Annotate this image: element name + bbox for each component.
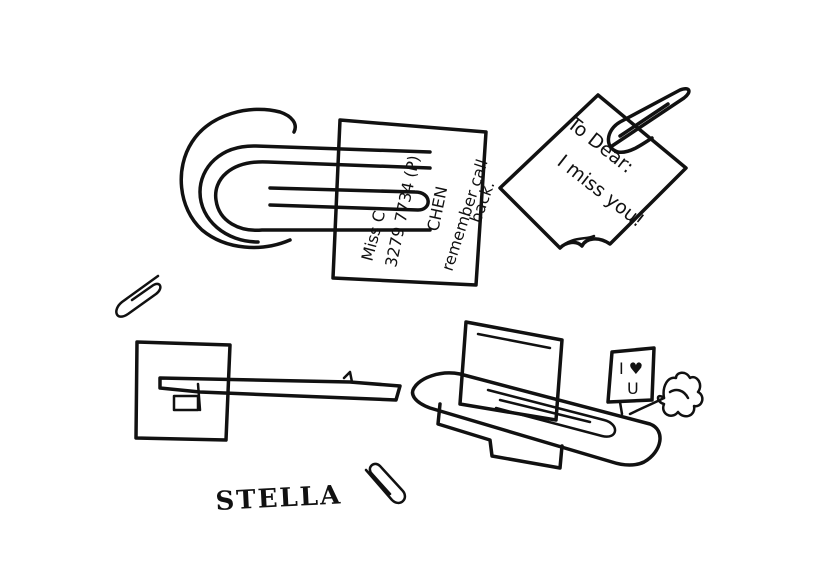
long-flat-clip xyxy=(158,370,402,412)
artist-signature: STELLA xyxy=(215,480,343,517)
small-paperclip-on-note xyxy=(606,86,691,155)
loose-paperclip-left xyxy=(115,274,162,318)
frame-stand xyxy=(410,320,662,470)
memo-line-3: CHEN xyxy=(423,185,451,233)
square-panel xyxy=(134,340,232,442)
frame-stand-clip xyxy=(486,388,617,438)
loose-paperclip-bottom xyxy=(364,462,407,505)
sticky-note-right xyxy=(498,93,688,250)
memo-note-left xyxy=(331,118,488,287)
flower-icon xyxy=(628,371,704,418)
round-disc xyxy=(179,107,297,250)
love-card-line-2: U xyxy=(627,379,639,398)
love-card-line-1: I ♥ xyxy=(619,359,643,378)
love-card: I ♥ U xyxy=(606,346,656,416)
large-paperclip xyxy=(198,144,432,244)
